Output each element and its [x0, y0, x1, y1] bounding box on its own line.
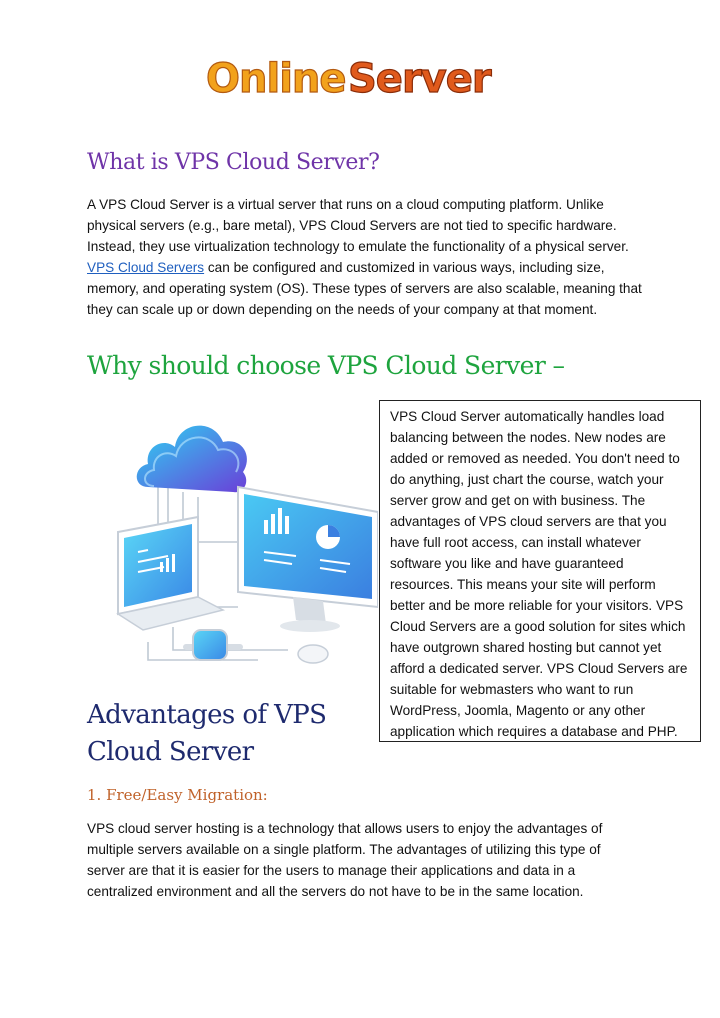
paragraph-what-is-vps: A VPS Cloud Server is a virtual server t…	[87, 194, 642, 320]
logo-word-server: Server	[348, 56, 492, 102]
monitor-icon	[237, 485, 379, 632]
vps-benefits-textbox: VPS Cloud Server automatically handles l…	[379, 400, 701, 742]
heading-why-choose: Why should choose VPS Cloud Server –	[87, 351, 565, 380]
logo-word-online: Online	[206, 56, 346, 102]
vps-cloud-servers-link[interactable]: VPS Cloud Servers	[87, 260, 205, 275]
subheading-easy-migration: 1. Free/Easy Migration:	[87, 786, 268, 804]
paragraph-text: can be configured and customized in vari…	[87, 260, 642, 317]
bar-chart-icon	[264, 508, 289, 534]
smartwatch-icon	[183, 629, 243, 661]
logo: Online Server	[200, 48, 500, 108]
laptop-icon	[116, 515, 226, 631]
heading-what-is-vps: What is VPS Cloud Server?	[87, 150, 380, 175]
mouse-icon	[297, 644, 329, 664]
heading-advantages: Advantages of VPS Cloud Server	[87, 700, 327, 767]
cloud-icon	[136, 425, 247, 493]
pie-chart-icon	[316, 525, 340, 549]
cloud-devices-illustration	[88, 392, 379, 692]
text-lines	[263, 551, 351, 573]
paragraph-text: A VPS Cloud Server is a virtual server t…	[87, 197, 629, 254]
paragraph-advantages: VPS cloud server hosting is a technology…	[87, 821, 603, 899]
